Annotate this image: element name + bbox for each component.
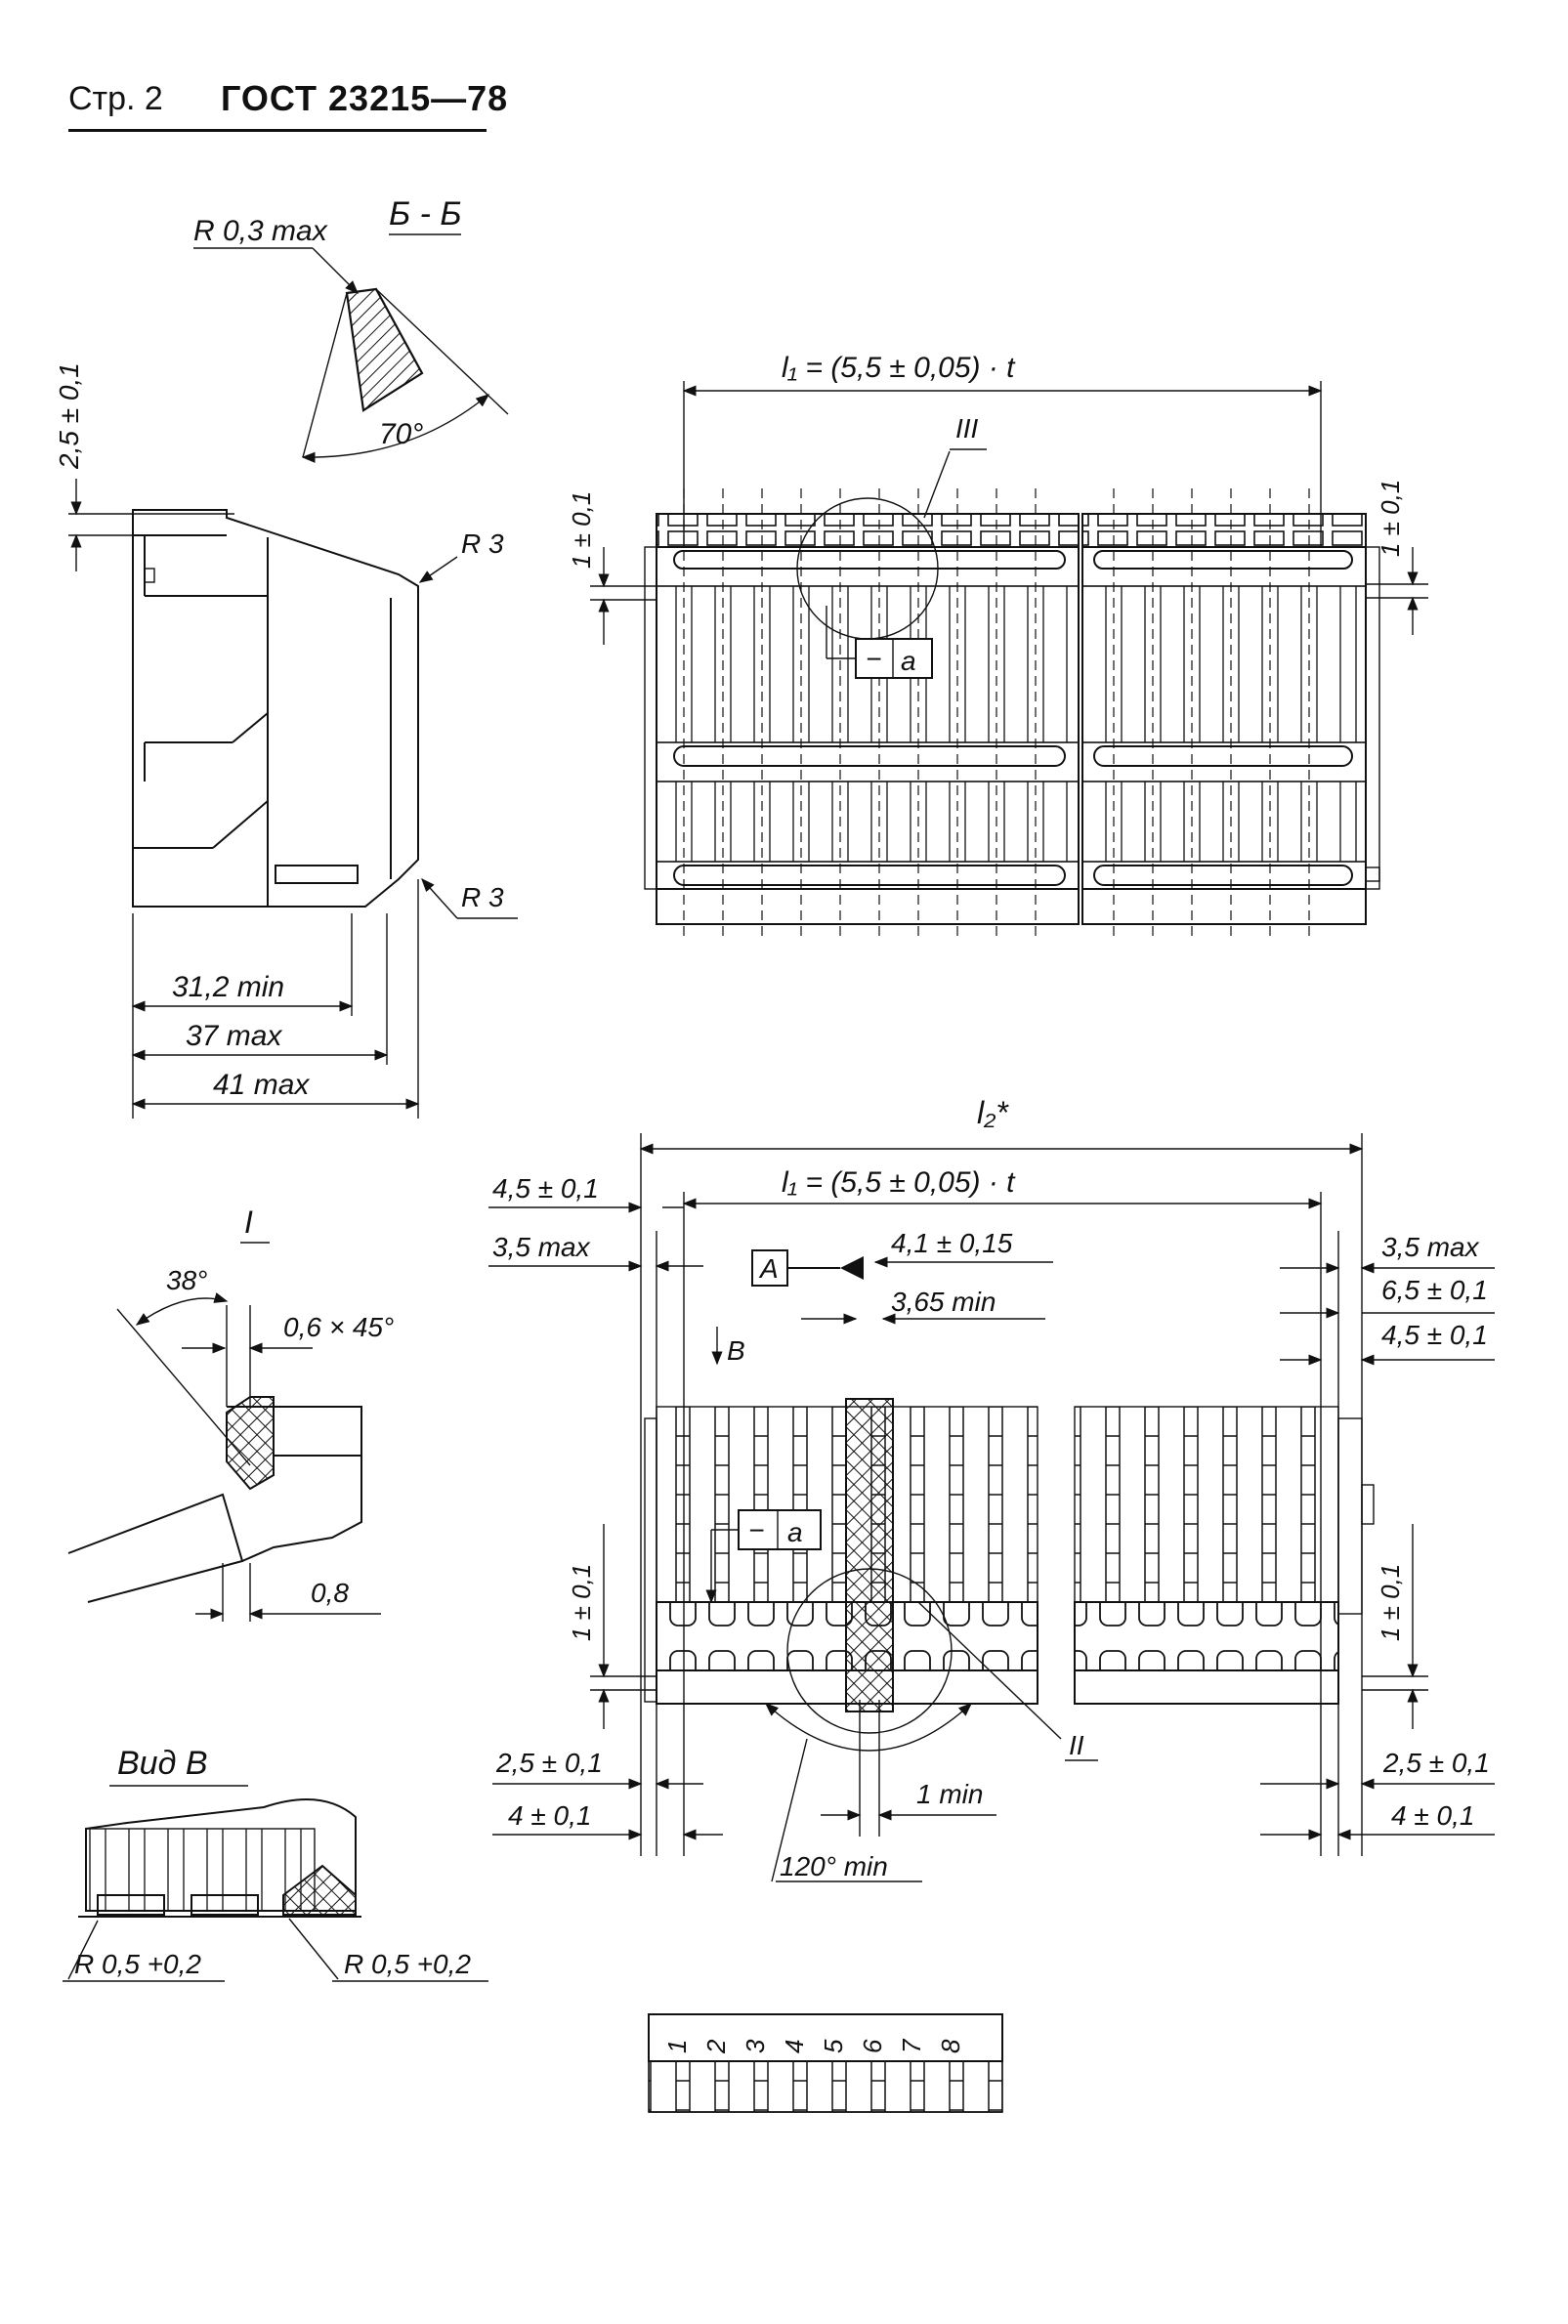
side-r-top: R 3	[461, 528, 504, 559]
section-bb-radius: R 0,3 max	[193, 215, 328, 247]
front-view-b: B	[727, 1335, 745, 1366]
view-b: Вид В R 0,5 +0,2 R 0,5 +0,2	[63, 1745, 488, 1982]
top-view: l₁ = (5,5 ± 0,05) · t III	[567, 352, 1428, 938]
front-d-4-1: 4,1 ± 0,15	[891, 1228, 1013, 1258]
section-bb-angle: 70°	[379, 418, 423, 450]
front-br-2: 4 ± 0,1	[1391, 1800, 1474, 1831]
front-d-right-2: 6,5 ± 0,1	[1381, 1275, 1488, 1305]
top-frame-symbol: −	[866, 644, 881, 674]
front-angle: 120° min	[780, 1851, 888, 1881]
front-frame-datum: a	[787, 1517, 803, 1547]
front-detail-ii: II	[1069, 1730, 1084, 1760]
header-underline	[68, 129, 487, 132]
view-b-label: Вид В	[117, 1745, 208, 1782]
side-view: 2,5 ± 0,1 R 3 R 3	[54, 362, 518, 1119]
view-b-r1: R 0,5 +0,2	[74, 1949, 201, 1979]
num-5: 5	[819, 2039, 848, 2053]
front-d-right-3: 4,5 ± 0,1	[1381, 1320, 1488, 1350]
front-bl-2: 4 ± 0,1	[508, 1800, 591, 1831]
front-br-1: 2,5 ± 0,1	[1382, 1748, 1490, 1778]
side-dim-2: 37 max	[186, 1020, 282, 1052]
view-b-r2: R 0,5 +0,2	[344, 1949, 471, 1979]
numbering-strip: 1 2 3 4 5 6 7 8	[648, 2013, 1003, 2113]
front-bl-1: 2,5 ± 0,1	[495, 1748, 603, 1778]
side-dim-1: 31,2 min	[172, 971, 284, 1003]
front-l2: l₂*	[977, 1095, 1009, 1130]
side-height-tol: 2,5 ± 0,1	[54, 362, 84, 470]
num-3: 3	[741, 2039, 770, 2053]
num-1: 1	[662, 2040, 692, 2053]
num-6: 6	[858, 2039, 887, 2053]
top-frame-datum: a	[901, 646, 916, 676]
front-d-left-2: 3,5 max	[492, 1232, 591, 1262]
page-label: Стр. 2	[68, 80, 163, 117]
side-dim-3: 41 max	[213, 1069, 310, 1101]
top-left-tol: 1 ± 0,1	[567, 491, 596, 569]
side-r-bottom: R 3	[461, 882, 504, 912]
num-8: 8	[936, 2039, 965, 2053]
front-min-1: 1 min	[916, 1779, 983, 1809]
front-view: l₂* l₁ = (5,5 ± 0,05) · t 4,5 ± 0,1 3,5 …	[488, 1095, 1495, 1882]
top-l1: l₁ = (5,5 ± 0,05) · t	[782, 352, 1016, 384]
front-frame-symbol: −	[748, 1515, 764, 1545]
section-bb-label: Б - Б	[389, 195, 461, 232]
num-4: 4	[780, 2040, 809, 2053]
front-datum-a: A	[758, 1253, 779, 1284]
section-bb: Б - Б R 0,3 max 70°	[193, 195, 509, 463]
front-right-tol: 1 ± 0,1	[1376, 1564, 1405, 1641]
detail-i-angle: 38°	[166, 1265, 207, 1295]
num-2: 2	[701, 2039, 731, 2054]
detail-i-label: I	[244, 1204, 253, 1240]
detail-i-dim: 0,8	[311, 1578, 349, 1608]
detail-i-chamfer: 0,6 × 45°	[283, 1312, 394, 1342]
standard-number: ГОСТ 23215—78	[221, 78, 509, 118]
front-l1: l₁ = (5,5 ± 0,05) · t	[782, 1166, 1016, 1199]
front-d-right-1: 3,5 max	[1381, 1232, 1480, 1262]
front-d-left-1: 4,5 ± 0,1	[492, 1173, 599, 1204]
front-d-3-65: 3,65 min	[891, 1287, 996, 1317]
top-detail-label: III	[955, 413, 979, 444]
detail-i: I 38° 0,6 × 45° 0,8	[67, 1204, 394, 1622]
num-7: 7	[897, 2038, 926, 2053]
front-left-tol: 1 ± 0,1	[567, 1564, 596, 1641]
top-right-tol: 1 ± 0,1	[1376, 480, 1405, 557]
